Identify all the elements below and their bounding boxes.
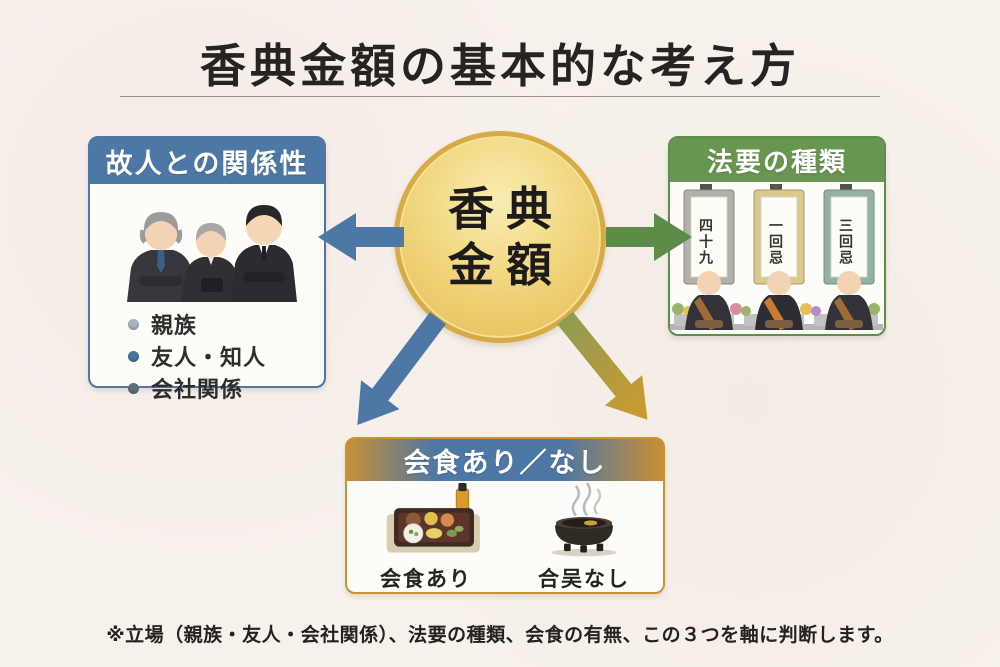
mourners-illustration (127, 205, 297, 302)
scroll-text-49days: 四十九 (698, 218, 714, 266)
monks-illustration (670, 184, 883, 330)
list-item-label: 親族 (151, 313, 198, 338)
incense-bowl-illustration (550, 483, 617, 557)
meal-panel: 会食あり／なし (345, 437, 665, 594)
bullet-icon (128, 318, 139, 330)
relationship-panel-header: 故人との関係性 (90, 138, 324, 184)
kouden-amount-circle: 香典 金額 (394, 131, 606, 343)
arrow-left-icon (318, 213, 404, 261)
bullet-icon (128, 350, 139, 362)
list-item-friends: 友人・知人 (128, 340, 324, 372)
bullet-icon (128, 382, 139, 394)
memorial-panel: 法要の種類 (668, 136, 886, 336)
relationship-list: 親族 友人・知人 会社関係 (90, 302, 324, 404)
scroll-text-third-anniversary: 三回忌 (838, 218, 854, 266)
scroll-text-first-anniversary: 一回忌 (768, 218, 784, 266)
meal-panel-header: 会食あり／なし (347, 439, 663, 481)
list-item-company: 会社関係 (128, 372, 324, 404)
arrow-right-icon (606, 213, 692, 261)
kouden-circle-line2: 金額 (448, 239, 564, 291)
kouden-circle-line1: 香典 (448, 182, 564, 235)
list-item-relatives: 親族 (128, 308, 324, 340)
meal-tray-illustration (386, 483, 480, 553)
meal-with-label: 会食あり (380, 568, 472, 591)
list-item-label: 友人・知人 (151, 345, 267, 370)
meal-without-label: 合吴なし (538, 568, 630, 591)
arrow-down-left-icon (357, 311, 446, 426)
relationship-panel: 故人との関係性 (88, 136, 326, 402)
page-title: 香典金額の基本的な考え方 (200, 40, 800, 92)
memorial-panel-header: 法要の種類 (670, 138, 884, 182)
title-divider (120, 96, 880, 97)
list-item-label: 会社関係 (151, 377, 244, 402)
footer-note: ※立場（親族・友人・会社関係）、法要の種類、会食の有無、この３つを軸に判断します… (106, 625, 894, 646)
arrow-down-right-icon (557, 311, 648, 420)
